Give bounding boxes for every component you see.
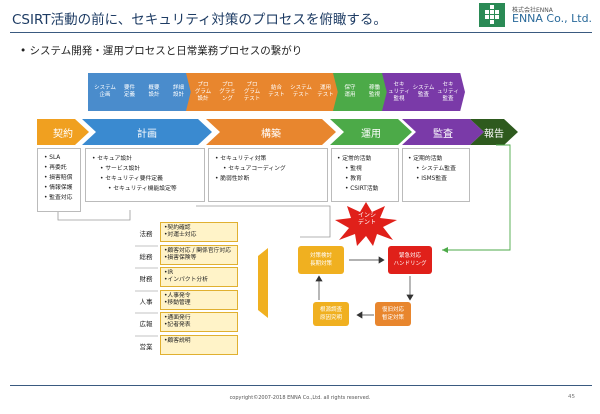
ops-item: • CSIRT活動: [345, 186, 379, 192]
lane-item: •契約確認: [164, 225, 191, 231]
incident-label: インシ デント: [357, 212, 376, 226]
lane-item: •記者発表: [164, 322, 191, 328]
section-subtitle: • システム開発・運用プロセスと日常業務プロセスの繋がり: [20, 45, 303, 57]
lane-dept-label: 営業: [139, 343, 153, 351]
lane-item: •通面発行: [164, 315, 191, 321]
lane-item: •損害保険等: [164, 255, 197, 261]
page-title: CSIRT活動の前に、セキュリティ対策のプロセスを俯瞰する。: [12, 12, 387, 28]
company-name: ENNA Co., Ltd.: [512, 12, 593, 25]
header-divider: [10, 32, 592, 33]
lane-dept-label: 総務: [139, 253, 153, 261]
cycle-node-3: 根源調査 原因究明: [313, 302, 349, 326]
plan-item: • セキュア設計: [92, 156, 132, 162]
lane-dept-label: 財務: [139, 275, 153, 283]
lane-dept-label: 法務: [139, 230, 153, 238]
lane-item: •人事発令: [164, 293, 191, 299]
contract-item: • 損害賠償: [44, 175, 73, 181]
plan-item: • サービス設計: [100, 166, 141, 172]
ops-item: • 定常的活動: [337, 156, 372, 162]
contract-item: • 情報保護: [44, 185, 73, 191]
cycle-node-0: 対策検討 長期対策: [298, 246, 344, 274]
audit-item: • ISMS監査: [416, 176, 447, 182]
lane-dept-label: 人事: [139, 298, 153, 306]
build-item: • セキュアコーディング: [223, 166, 286, 172]
copyright: copyright©2007-2018 ENNA Co.,Ltd. all ri…: [229, 395, 371, 401]
lane-box: •人事発令•移動管理: [160, 290, 238, 310]
lane-box: •顧客対応 / 関係官庁対応•損害保険等: [160, 245, 238, 265]
ops-item: • 監視: [345, 166, 362, 172]
audit-item: • システム監査: [416, 166, 456, 172]
lane-item: •移動管理: [164, 300, 191, 306]
plan-item: • セキュリティ機能設定等: [108, 186, 177, 192]
lane-item: •顧客対応 / 関係官庁対応: [164, 248, 232, 254]
lane-item: •インパクト分析: [164, 277, 208, 283]
company-small-label: 株式会社ENNA: [512, 7, 553, 14]
contract-item: • SLA: [44, 155, 61, 161]
audit-item: • 定期的活動: [408, 156, 443, 162]
ops-item: • 教育: [345, 176, 362, 182]
contract-box: • SLA • 再委託 • 損害賠償 • 情報保護 • 監査対応: [37, 148, 81, 212]
page-number: 45: [568, 394, 575, 400]
plan-box: • セキュア設計 • サービス設計 • セキュリティ要件定義 • セキュリティ機能設定…: [85, 148, 205, 202]
lane-box: •顧客説明: [160, 335, 238, 355]
footer-divider: [10, 385, 592, 386]
incident-burst-icon: [335, 202, 397, 246]
lane-box: •契約確認•対運士対応: [160, 222, 238, 242]
cycle-node-1: 緊急対応 ハンドリング: [388, 246, 432, 274]
phase-2: 構築: [206, 119, 336, 145]
process-step-14: セキ ュリティ 監査: [431, 73, 465, 111]
lane-box: •通面発行•記者発表: [160, 312, 238, 332]
contract-item: • 再委託: [44, 165, 67, 171]
build-item: • 脆弱性診断: [215, 176, 250, 182]
lane-dept-label: 広報: [139, 320, 153, 328]
lane-item: •対運士対応: [164, 232, 197, 238]
build-item: • セキュリティ対策: [215, 156, 267, 162]
lane-box: •IR•インパクト分析: [160, 267, 238, 287]
build-box: • セキュリティ対策 • セキュアコーディング • 脆弱性診断: [208, 148, 328, 202]
enna-grid-logo-icon: [479, 3, 505, 27]
cycle-node-2: 復旧対応 暫定対策: [375, 302, 411, 326]
lane-item: •IR: [164, 270, 174, 276]
lane-item: •顧客説明: [164, 338, 191, 344]
phase-1: 計画: [82, 119, 212, 145]
plan-item: • セキュリティ要件定義: [100, 176, 163, 182]
ops-box: • 定常的活動 • 監視 • 教育 • CSIRT活動: [331, 148, 399, 202]
contract-item: • 監査対応: [44, 195, 73, 201]
audit-box: • 定期的活動 • システム監査 • ISMS監査: [402, 148, 470, 202]
